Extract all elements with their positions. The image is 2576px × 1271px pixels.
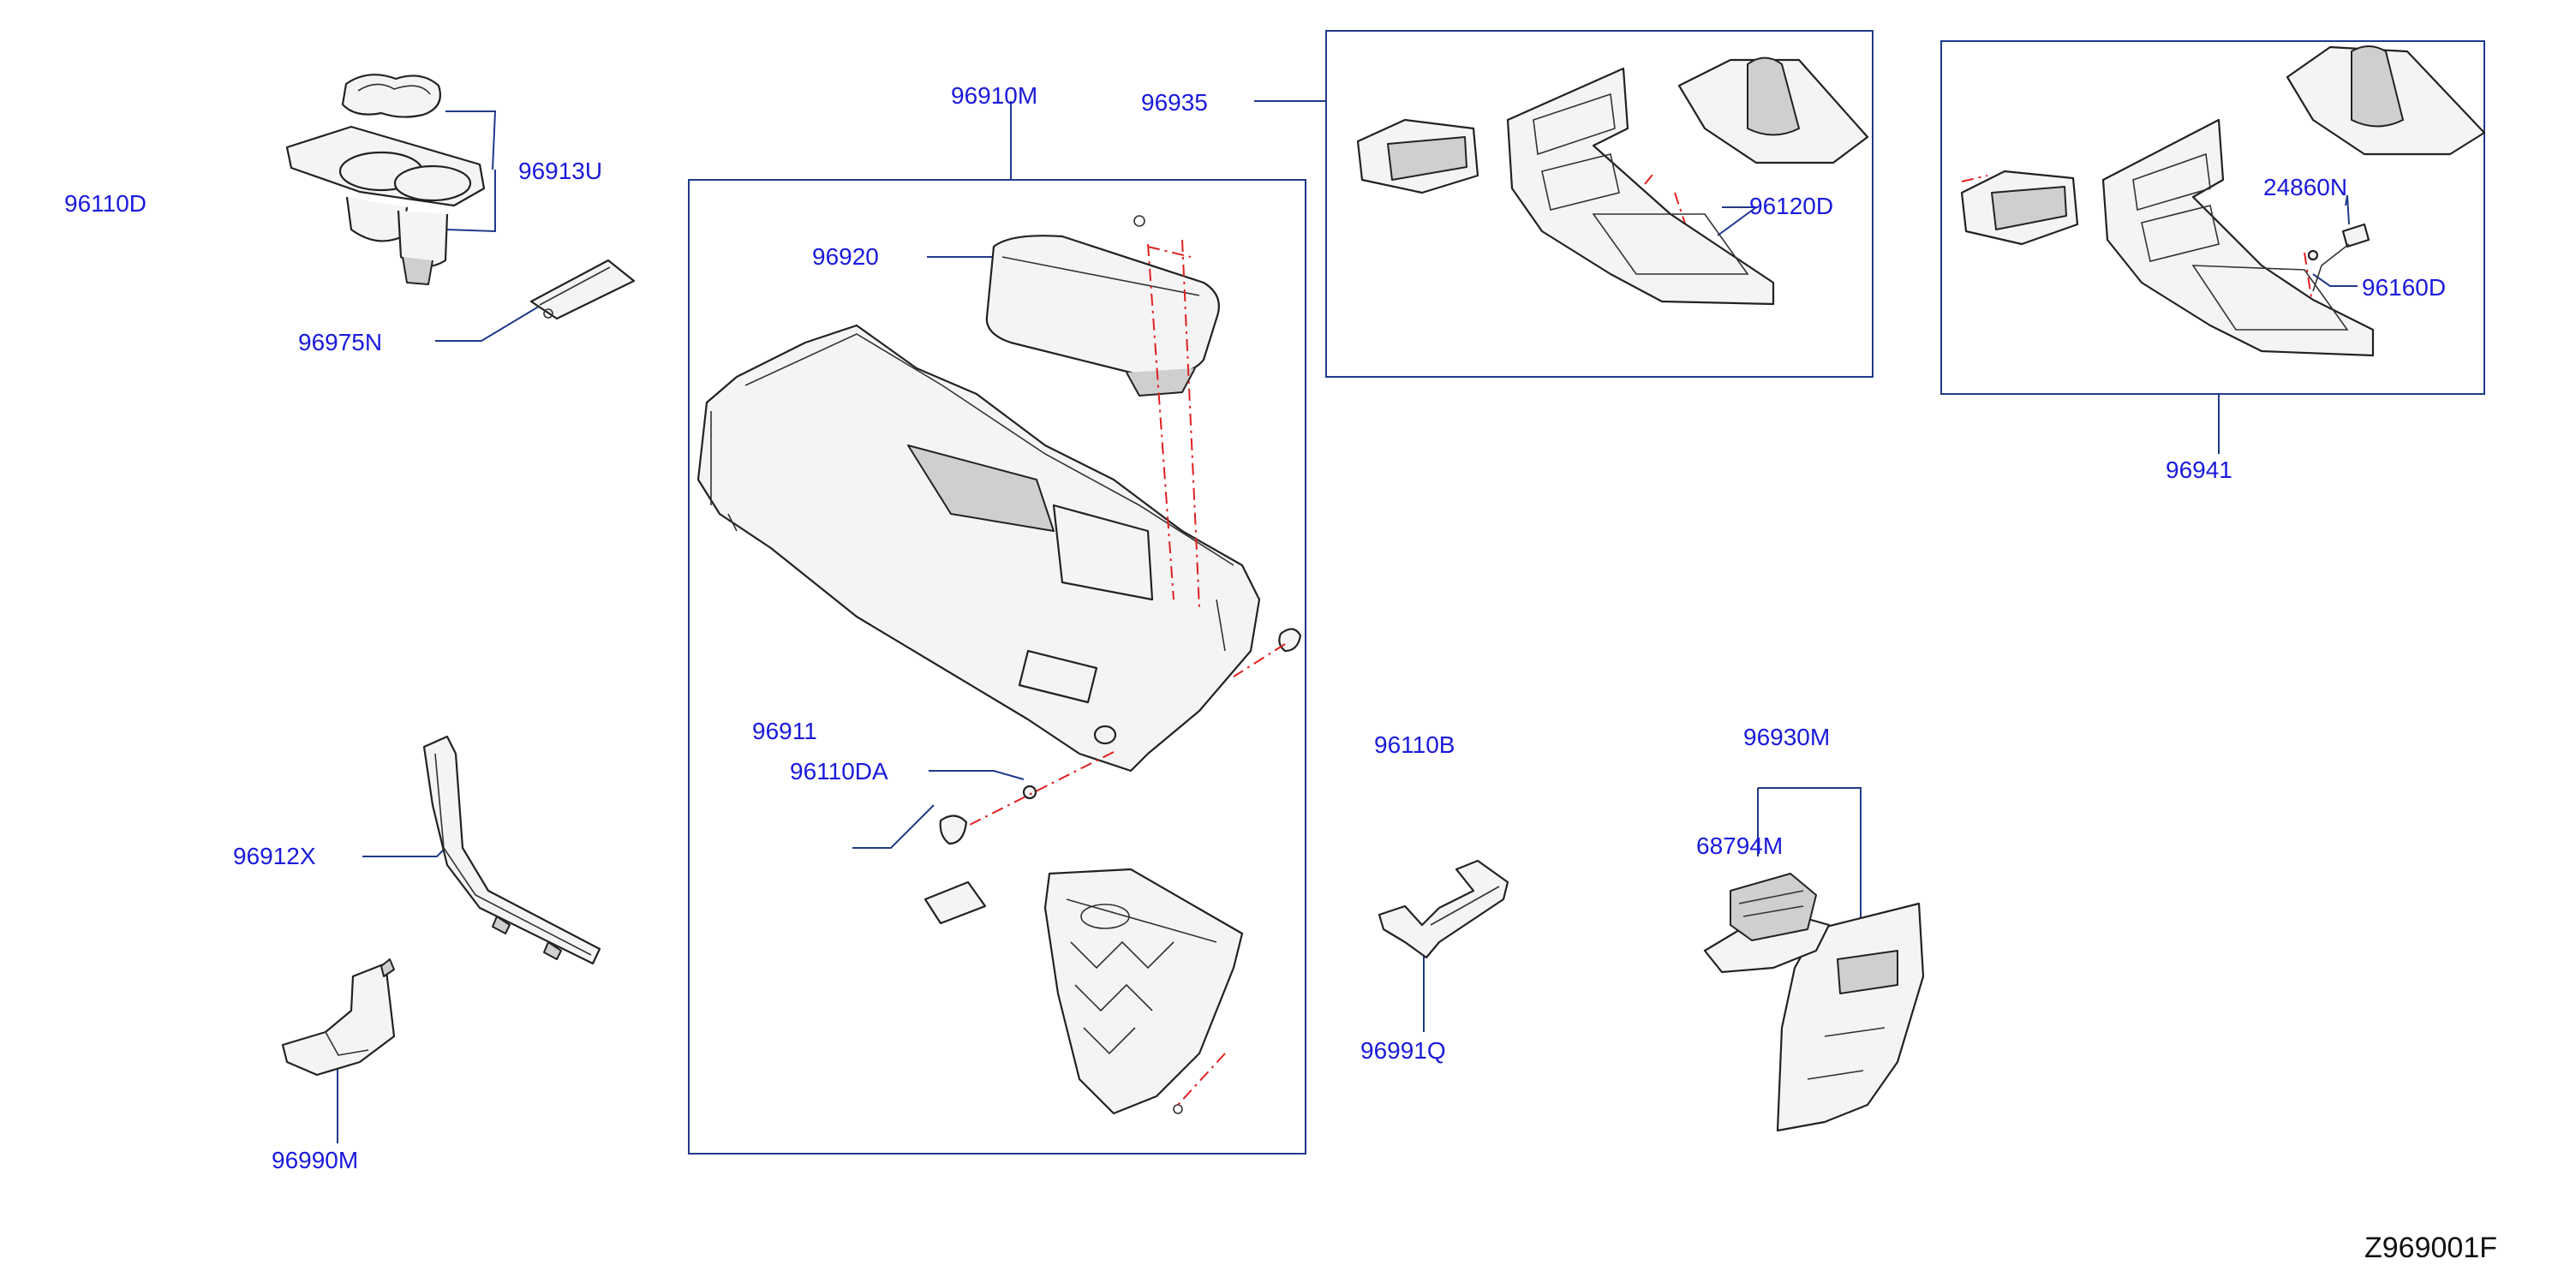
- finisher-96935-box: [1325, 30, 1874, 378]
- label-96930M: 96930M: [1743, 724, 1830, 750]
- rear-finisher-part: [1703, 873, 1925, 1132]
- side-finisher-part: [422, 735, 601, 965]
- finisher-96935-parts: [1356, 57, 1869, 306]
- label-96912X: 96912X: [233, 843, 316, 869]
- label-96160D: 96160D: [2362, 274, 2446, 301]
- finisher-96941-parts: [1960, 45, 2486, 357]
- leader-lines: [337, 100, 2358, 1143]
- label-24860N: 24860N: [2263, 174, 2347, 200]
- cup-holder-part: [285, 74, 486, 285]
- armrest-lid-part: [985, 215, 1220, 397]
- console-assembly-box: [688, 179, 1306, 1155]
- label-96110B: 96110B: [1374, 731, 1455, 758]
- label-96120D: 96120D: [1749, 193, 1833, 219]
- fastener-parts: [923, 628, 1302, 925]
- label-96935: 96935: [1141, 89, 1208, 116]
- label-96911: 96911: [752, 718, 817, 744]
- finisher-96941-box: [1940, 40, 2485, 395]
- small-lid-part: [529, 259, 636, 320]
- label-96913U: 96913U: [518, 158, 602, 184]
- label-96941: 96941: [2166, 456, 2232, 483]
- label-96991Q: 96991Q: [1360, 1037, 1446, 1064]
- assembly-lines: [965, 170, 2314, 1106]
- label-96920: 96920: [812, 243, 879, 270]
- console-body-part: [696, 324, 1261, 773]
- label-68794M: 68794M: [1696, 832, 1783, 859]
- label-96975N: 96975N: [298, 329, 382, 355]
- console-storage-box-part: [1043, 868, 1244, 1115]
- callout-labels: 96110D 96913U 96975N 96910M 96935 96920 …: [64, 82, 2446, 1173]
- diagram-code: Z969001F: [2364, 1232, 2497, 1264]
- label-96910M: 96910M: [951, 82, 1037, 109]
- label-96110D: 96110D: [64, 190, 146, 217]
- label-96990M: 96990M: [272, 1147, 358, 1173]
- bracket-96990m-part: [281, 958, 396, 1077]
- label-96110DA: 96110DA: [790, 758, 888, 785]
- bracket-96991q-part: [1378, 859, 1509, 959]
